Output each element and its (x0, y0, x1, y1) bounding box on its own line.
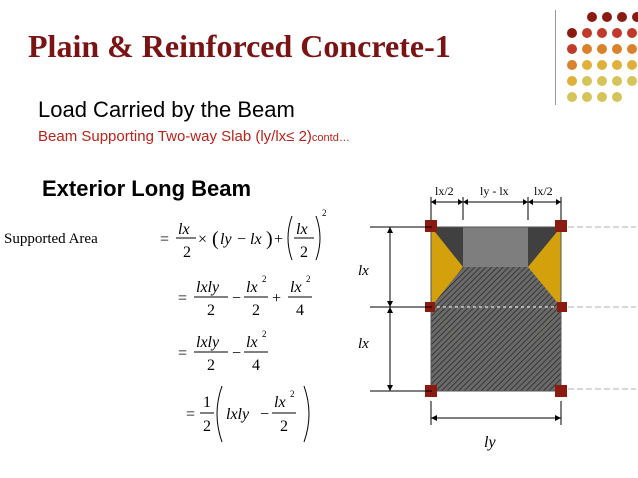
l1-times: × (198, 231, 207, 248)
l3-t2-exp: 2 (262, 329, 267, 339)
l1-big-lparen (287, 215, 293, 261)
decorative-dot (582, 44, 592, 54)
slide-caption: Beam Supporting Two-way Slab (ly/lx≤ 2)c… (38, 128, 350, 145)
decorative-dot (612, 92, 622, 102)
decorative-dot (627, 60, 637, 70)
decorative-dot (612, 28, 622, 38)
decorative-dot (582, 28, 592, 38)
caption-main: Beam Supporting Two-way Slab (ly/lx≤ 2) (38, 128, 312, 145)
l3-t1-den: 2 (207, 357, 215, 374)
formula-lhs: Supported Area (4, 231, 98, 247)
side-label-bottom: lx (358, 336, 369, 352)
l4-half-num: 1 (203, 394, 211, 411)
l1-lparen: ( (212, 228, 219, 250)
l4-t-num: lx (274, 394, 286, 411)
l4-minus: − (260, 406, 269, 423)
caption-suffix: contd… (311, 132, 350, 144)
decorative-dot (612, 60, 622, 70)
decorative-dot (567, 44, 577, 54)
l4-t-exp: 2 (290, 389, 295, 399)
l1-minus: − (237, 231, 246, 248)
formula-eq-2: = (178, 290, 187, 307)
decorative-dot (582, 76, 592, 86)
decorative-dot (567, 28, 577, 38)
decorative-dot (582, 60, 592, 70)
top-right-dark-triangle (528, 227, 561, 267)
decorative-dot (627, 28, 637, 38)
l1-plus: + (274, 231, 283, 248)
dim-label-mid: ly - lx (480, 184, 509, 198)
decorative-dot (617, 12, 627, 22)
decorative-dot (567, 92, 577, 102)
section-heading: Exterior Long Beam (42, 176, 252, 201)
l4-lxly: lxly (226, 406, 250, 423)
top-dimension (430, 197, 562, 220)
decorative-dot (587, 12, 597, 22)
l4-big-rparen (303, 385, 310, 443)
decorative-dot (597, 76, 607, 86)
l2-t2-num: lx (246, 279, 258, 296)
bottom-hatched-area (431, 347, 561, 391)
l2-t3-exp: 2 (306, 274, 311, 284)
dim-label-right: lx/2 (534, 184, 553, 198)
l3-t1-num: lxly (196, 334, 220, 351)
decorative-dot (612, 76, 622, 86)
extension-lines (568, 226, 636, 390)
l4-big-lparen (216, 385, 223, 443)
l3-minus: − (232, 345, 241, 362)
l2-plus: + (272, 290, 281, 307)
decorative-dot (597, 92, 607, 102)
l3-t2-den: 4 (252, 357, 260, 374)
l1-frac2-num: lx (296, 221, 308, 238)
l1-frac1-num: lx (178, 221, 190, 238)
title-divider (555, 10, 556, 105)
l1-rparen: ) (266, 228, 273, 250)
slide-subtitle: Load Carried by the Beam (38, 97, 295, 122)
l2-t1-den: 2 (207, 302, 215, 319)
slab-load-diagram: lx/2 ly - lx lx/2 l (358, 184, 636, 451)
formula-eq-3: = (178, 345, 187, 362)
l4-half-den: 2 (203, 418, 211, 435)
decorative-dot (602, 12, 612, 22)
formula-eq-4: = (186, 406, 195, 423)
l1-frac2-den: 2 (300, 244, 308, 261)
decorative-dot (597, 44, 607, 54)
l2-t2-exp: 2 (262, 274, 267, 284)
l3-t2-num: lx (246, 334, 258, 351)
l2-t1-num: lxly (196, 279, 220, 296)
l1-frac1-den: 2 (183, 244, 191, 261)
decorative-dot (627, 76, 637, 86)
formula-eq-1: = (160, 231, 169, 248)
slide-title: Plain & Reinforced Concrete-1 (28, 28, 451, 64)
decorative-dot (582, 92, 592, 102)
decorative-dot (567, 60, 577, 70)
l1-lx: lx (250, 231, 262, 248)
l2-t3-num: lx (290, 279, 302, 296)
bottom-dimension (430, 401, 562, 425)
l1-exponent: 2 (322, 208, 327, 218)
decorative-dot (612, 44, 622, 54)
decorative-dot (597, 60, 607, 70)
top-left-dark-triangle (431, 227, 463, 267)
upper-hatched-area (431, 267, 561, 347)
decorative-dot (597, 28, 607, 38)
top-grey-panel (463, 227, 528, 267)
bottom-label: ly (484, 434, 496, 451)
l2-minus: − (232, 290, 241, 307)
l1-big-rparen (315, 215, 321, 261)
l4-t-den: 2 (280, 418, 288, 435)
decorative-dot (632, 12, 638, 22)
l1-ly: ly (220, 231, 232, 248)
left-dimension (370, 226, 432, 392)
l2-t2-den: 2 (252, 302, 260, 319)
decorative-dot (567, 76, 577, 86)
side-label-top: lx (358, 263, 369, 279)
dim-label-left: lx/2 (435, 184, 454, 198)
l2-t3-den: 4 (296, 302, 304, 319)
supported-area-formula: Supported Area = lx 2 × ( ly − lx ) + lx… (4, 208, 327, 443)
decorative-dot (627, 44, 637, 54)
